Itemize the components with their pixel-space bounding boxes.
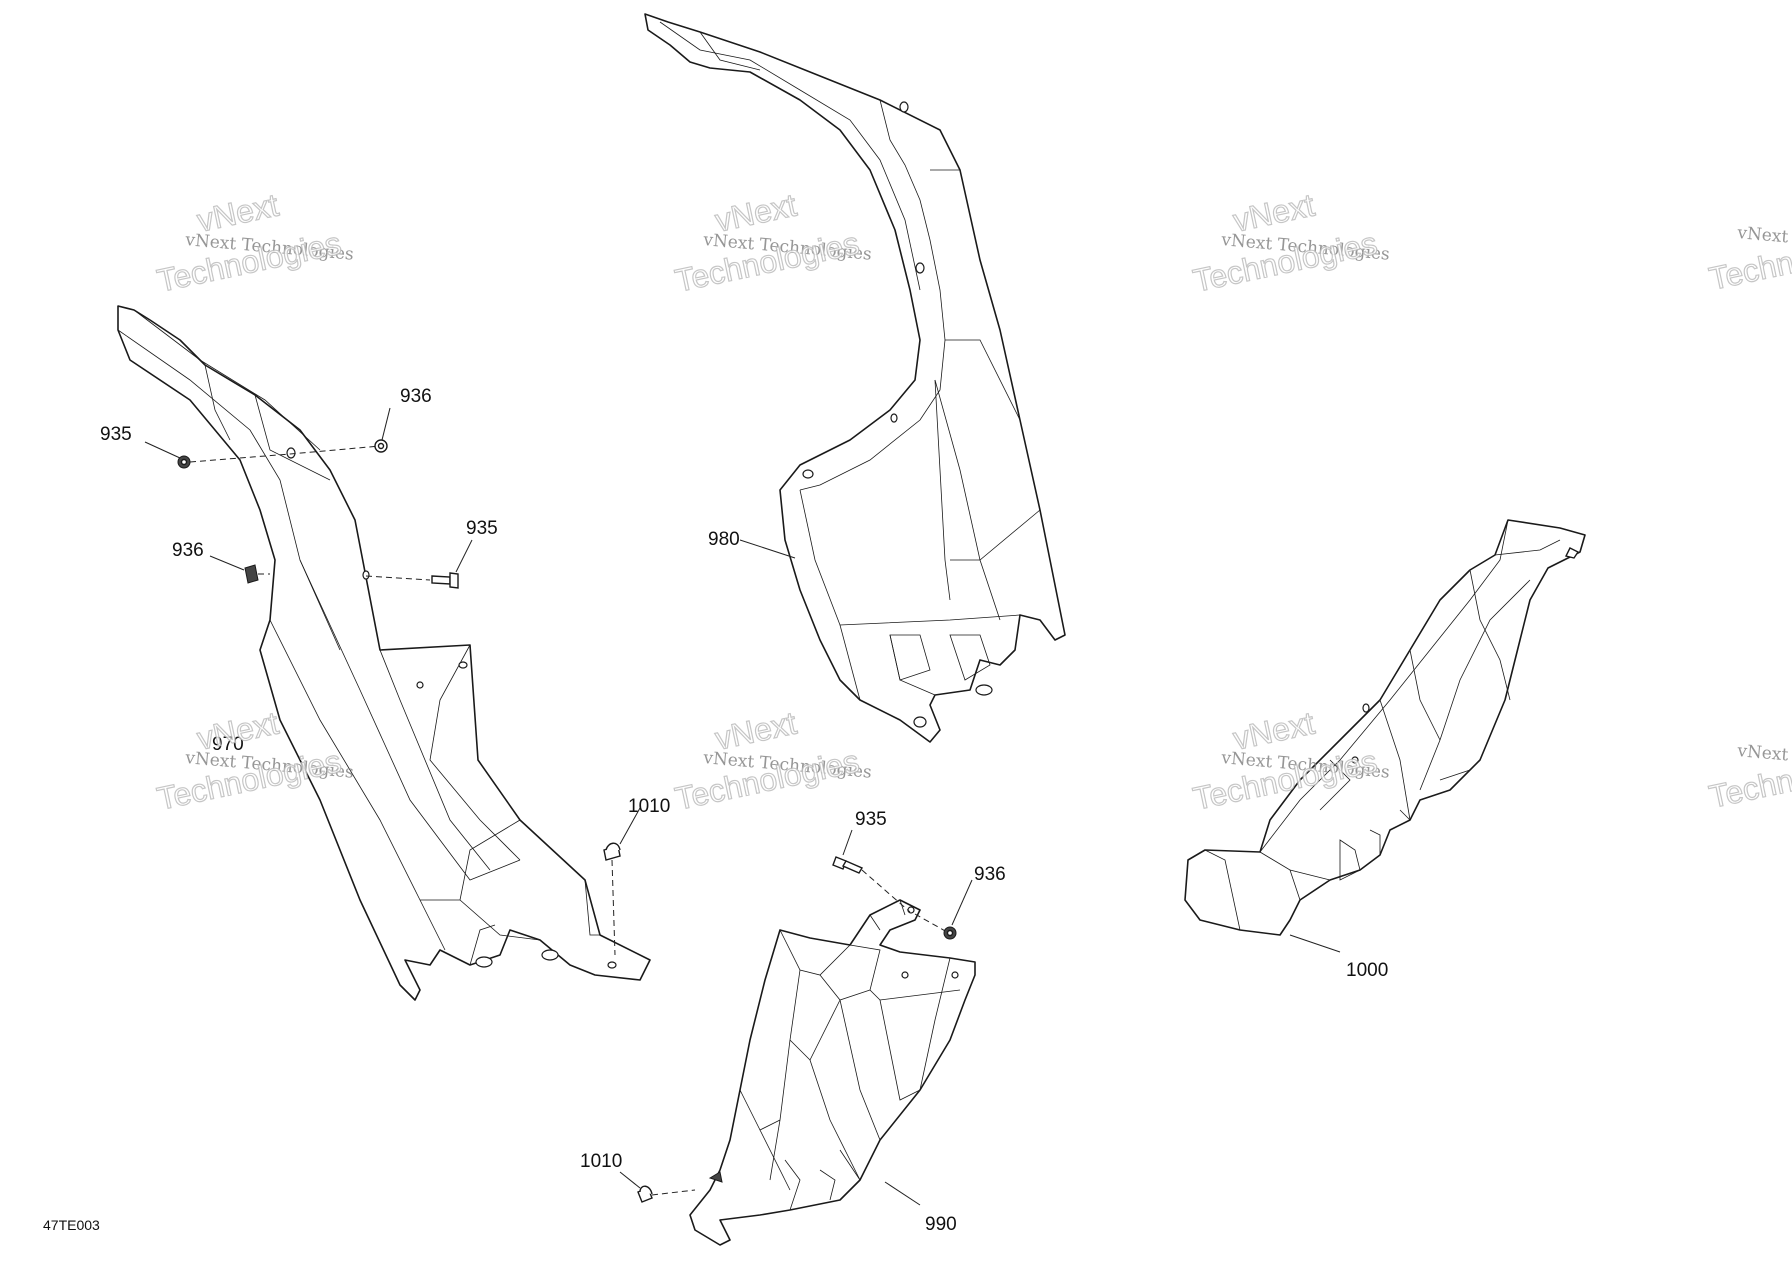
watermark-edge-right-mid: vNext Technologies Technologies <box>1705 740 1792 815</box>
callout-936-top: 936 <box>400 386 432 407</box>
watermark-top-right: vNext vNext Technologies Technologies <box>1189 186 1390 299</box>
fastener-1010-top <box>603 807 641 956</box>
callout-990: 990 <box>925 1214 957 1235</box>
drawing-code: 47TE003 <box>43 1217 100 1233</box>
callout-935-left: 935 <box>100 424 132 445</box>
watermark-top-center: vNext vNext Technologies Technologies <box>671 186 872 299</box>
fastener-936-lower <box>914 879 973 940</box>
fastener-1010-bottom <box>619 1171 696 1203</box>
part-970-left-panel <box>117 305 651 1001</box>
fastener-935-left <box>144 441 191 469</box>
fastener-936-left <box>209 555 270 584</box>
leader-1000 <box>1289 934 1341 953</box>
part-980-top-panel <box>644 13 1066 743</box>
callout-936-left: 936 <box>172 540 204 561</box>
callout-980: 980 <box>708 529 740 550</box>
callout-935-lower: 935 <box>855 809 887 830</box>
watermark-edge-right-top: vNext Technologies Technologies <box>1705 222 1792 297</box>
fastener-935-mid <box>365 539 473 589</box>
callout-970: 970 <box>212 734 244 755</box>
part-1000-right-panel <box>1184 519 1586 936</box>
leader-990 <box>884 1181 921 1206</box>
callout-1000: 1000 <box>1346 960 1388 981</box>
watermark-mid-center: vNext vNext Technologies Technologies <box>671 704 872 817</box>
callout-935-mid: 935 <box>466 518 498 539</box>
leader-980 <box>739 539 796 559</box>
callout-936-lower: 936 <box>974 864 1006 885</box>
watermark-top-left: vNext vNext Technologies Technologies <box>153 186 354 299</box>
callout-1010-top: 1010 <box>628 796 670 817</box>
fastener-936-top <box>189 407 391 463</box>
part-990-bottom-panel <box>689 899 976 1246</box>
fastener-935-lower <box>832 829 911 913</box>
callout-1010-bottom: 1010 <box>580 1151 622 1172</box>
